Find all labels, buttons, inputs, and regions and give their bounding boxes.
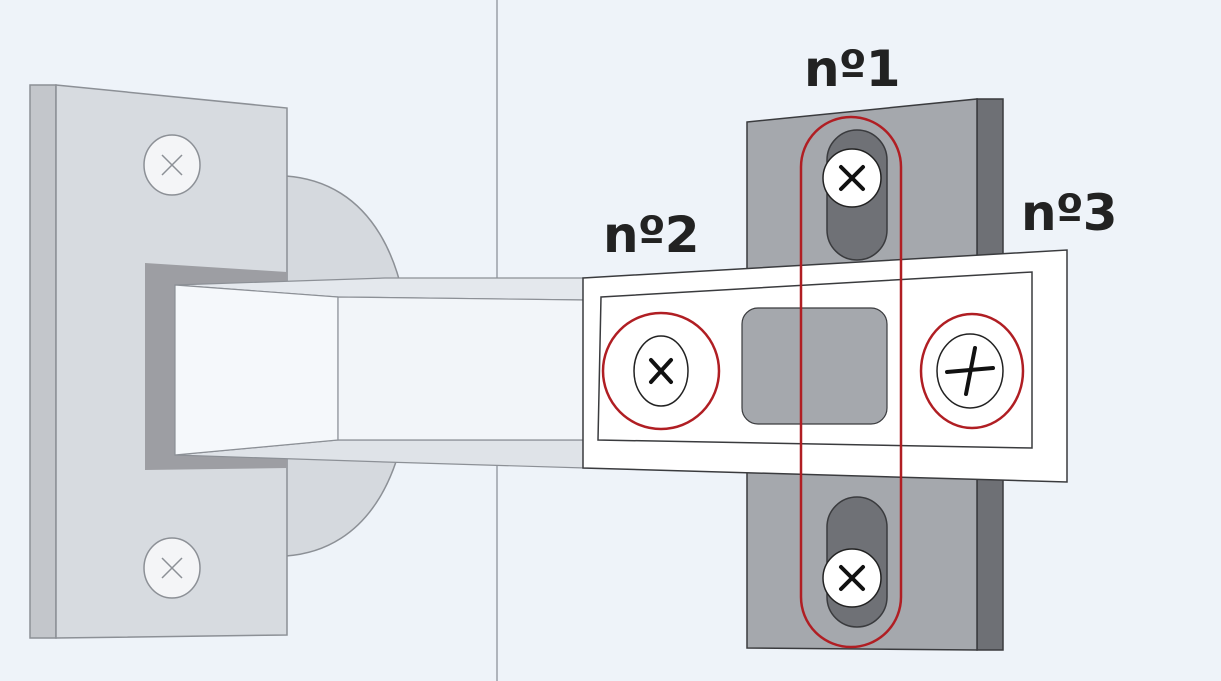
screw-1-highlight-ring — [799, 115, 903, 649]
screw-2 — [633, 335, 689, 407]
screw-1-bottom — [822, 548, 882, 608]
cup-plate-screw-top — [143, 134, 201, 196]
screw-1-label: nº1 — [804, 40, 900, 98]
screw-1-top — [822, 148, 882, 208]
screw-3-highlight-ring — [919, 312, 1025, 430]
arm-head — [582, 249, 1068, 483]
cup-plate-screw-bottom — [143, 537, 201, 599]
screw-3-label: nº3 — [1021, 184, 1117, 242]
cup-plate-side — [29, 84, 57, 639]
arm-head-window — [741, 307, 888, 425]
screw-3 — [936, 333, 1004, 409]
screw-2-label: nº2 — [603, 206, 699, 264]
screw-2-highlight-ring — [601, 311, 721, 431]
hinge-arm — [174, 277, 586, 469]
